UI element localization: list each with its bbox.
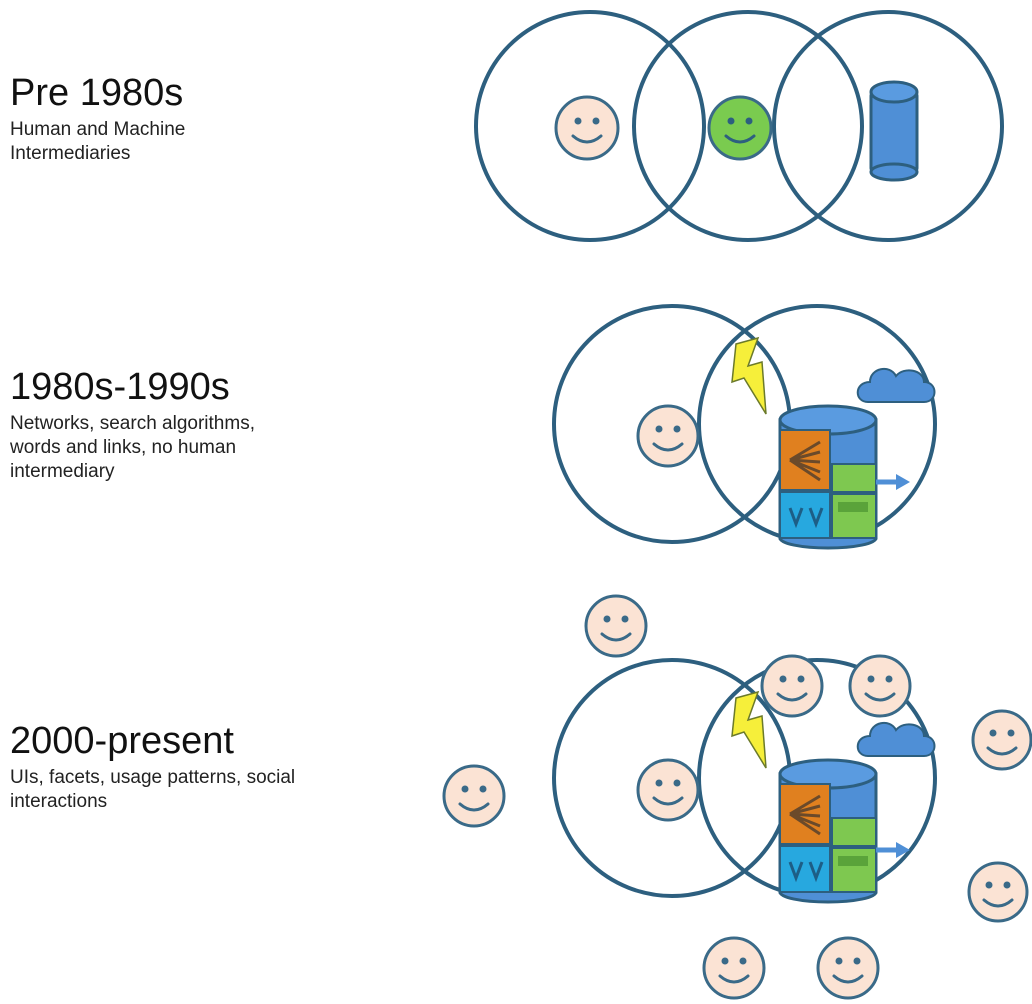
venn-circle-intermediary (632, 10, 864, 242)
green-smiley-face-icon (707, 95, 773, 161)
lightning-bolt-icon (731, 690, 767, 769)
era-title: 2000-present (10, 720, 234, 762)
lightning-bolt-icon (731, 336, 767, 415)
era-title: 1980s-1990s (10, 366, 230, 408)
smiley-face-icon (554, 95, 620, 161)
smiley-face-icon (971, 709, 1032, 771)
venn-circle-human (474, 10, 706, 242)
database-icon (869, 80, 919, 182)
arrow-right-icon (876, 842, 910, 858)
smiley-face-icon (636, 758, 700, 822)
smiley-face-icon (760, 654, 824, 718)
smiley-face-icon (584, 594, 648, 658)
era-description: UIs, facets, usage patterns, social inte… (10, 767, 296, 812)
smiley-face-icon (848, 654, 912, 718)
era-pre-1980s: Pre 1980s Human and Machine Intermediari… (10, 72, 330, 166)
venn-circle-machine (772, 10, 1004, 242)
cloud-icon (856, 367, 936, 403)
database-icon (778, 404, 878, 550)
era-title: Pre 1980s (10, 72, 184, 114)
era-description: Networks, search algorithms, words and l… (10, 413, 255, 482)
2000-present-venn (442, 594, 1032, 1000)
pre-1980s-venn (474, 10, 1004, 242)
smiley-face-icon (702, 936, 766, 1000)
cloud-icon (856, 721, 936, 757)
smiley-face-icon (442, 764, 506, 828)
era-description: Human and Machine Intermediaries (10, 119, 186, 164)
1980s-1990s-venn (552, 304, 937, 550)
arrow-right-icon (876, 474, 910, 490)
smiley-face-icon (967, 861, 1029, 923)
era-2000-present: 2000-present UIs, facets, usage patterns… (10, 720, 330, 814)
smiley-face-icon (636, 404, 700, 468)
smiley-face-icon (816, 936, 880, 1000)
era-1980s-1990s: 1980s-1990s Networks, search algorithms,… (10, 366, 330, 484)
database-icon (778, 758, 878, 904)
